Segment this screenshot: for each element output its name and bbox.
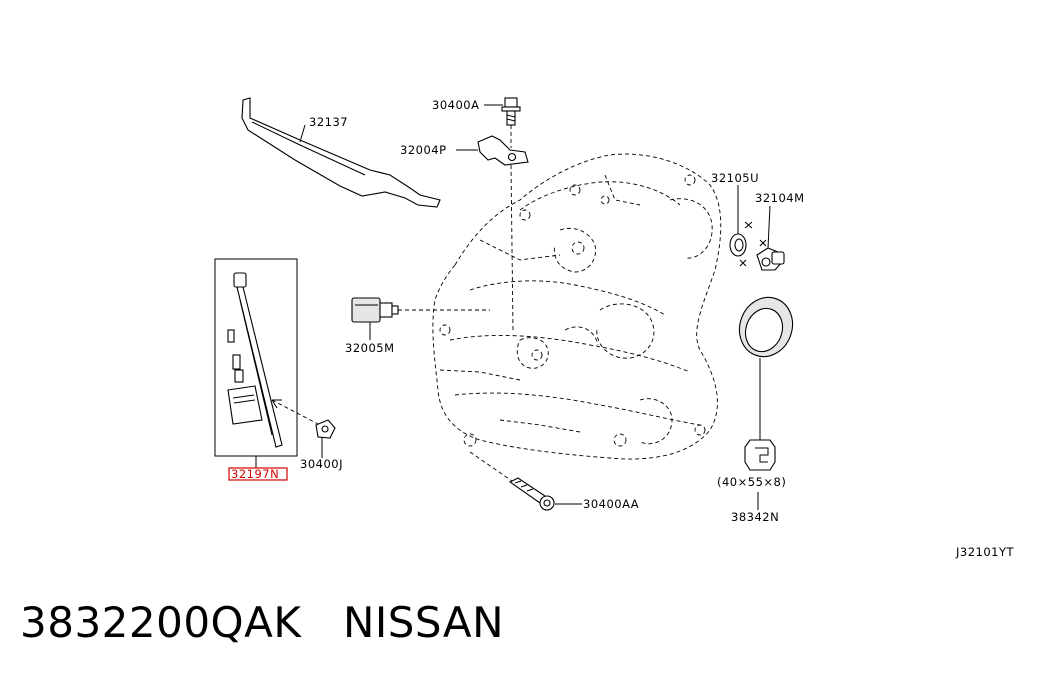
label-32105U: 32105U (711, 171, 759, 185)
part-labels: 30400A 32137 32004P 32105U 32104M 32005M… (231, 98, 1014, 559)
label-32197N[interactable]: 32197N (231, 467, 279, 481)
label-32004P: 32004P (400, 143, 447, 157)
label-30400AA: 30400AA (583, 497, 639, 511)
diagram-code: J32101YT (955, 545, 1014, 559)
oil-seal-38342N (738, 296, 794, 510)
kit-32197N (214, 258, 321, 481)
part-caption: 3832200QAK NISSAN (20, 598, 504, 647)
label-32005M: 32005M (345, 341, 395, 355)
part-number: 3832200QAK (20, 598, 302, 647)
label-32104M: 32104M (755, 191, 805, 205)
bracket-32004P (456, 135, 529, 331)
label-30400A: 30400A (432, 98, 479, 112)
bolt-30400AA (469, 451, 582, 511)
clip-30400J (315, 419, 336, 458)
bracket-32137 (241, 97, 441, 208)
bolt-30400A (484, 97, 521, 148)
brand-name: NISSAN (342, 598, 505, 647)
transmission-housing (432, 153, 722, 460)
label-32137: 32137 (309, 115, 348, 129)
label-seal-size: (40×55×8) (717, 475, 786, 489)
label-38342N: 38342N (731, 510, 779, 524)
sensor-32104M (756, 205, 785, 271)
label-30400J: 30400J (300, 457, 343, 471)
switch-32005M (351, 297, 490, 340)
washer-32105U (729, 185, 753, 267)
